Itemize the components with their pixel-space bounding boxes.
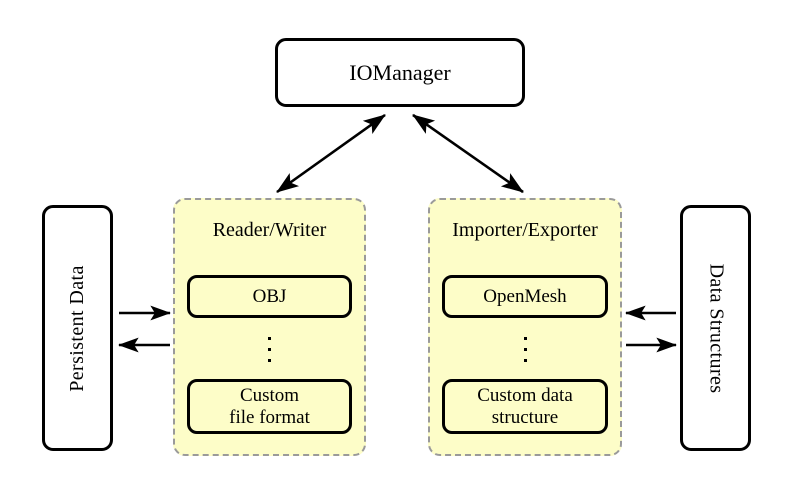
item-custom-file-format-line1: Custom [239, 384, 300, 406]
item-openmesh-label: OpenMesh [483, 285, 567, 307]
node-persistent-data[interactable]: Persistent Data [42, 205, 113, 451]
item-custom-data-structure[interactable]: Custom data structure [442, 379, 608, 434]
iomanager-label: IOManager [349, 59, 451, 85]
group-importer-exporter-title: Importer/Exporter [452, 219, 598, 241]
item-obj[interactable]: OBJ [187, 275, 352, 318]
importer-exporter-ellipsis-icon [430, 326, 620, 372]
item-custom-file-format-label: Custom file format [229, 385, 310, 429]
group-importer-exporter[interactable]: Importer/Exporter OpenMesh Custom data s… [428, 198, 622, 456]
item-custom-data-structure-label: Custom data structure [477, 385, 573, 429]
item-custom-file-format-line2: file format [229, 406, 310, 428]
persistent-data-label: Persistent Data [66, 264, 88, 392]
data-structures-label: Data Structures [705, 263, 728, 393]
group-reader-writer[interactable]: Reader/Writer OBJ Custom file format [173, 198, 366, 456]
arrow-manager-to-reader-writer [276, 113, 386, 194]
group-reader-writer-title: Reader/Writer [212, 219, 327, 241]
node-data-structures[interactable]: Data Structures [680, 205, 751, 451]
item-custom-data-structure-line2: structure [491, 406, 559, 428]
item-openmesh[interactable]: OpenMesh [442, 275, 608, 318]
item-custom-file-format[interactable]: Custom file format [187, 379, 352, 434]
item-custom-data-structure-line1: Custom data [477, 384, 573, 406]
item-obj-label: OBJ [252, 285, 287, 307]
reader-writer-ellipsis-icon [175, 326, 364, 372]
node-iomanager[interactable]: IOManager [275, 38, 525, 107]
arrow-manager-to-importer-exporter [412, 113, 524, 194]
